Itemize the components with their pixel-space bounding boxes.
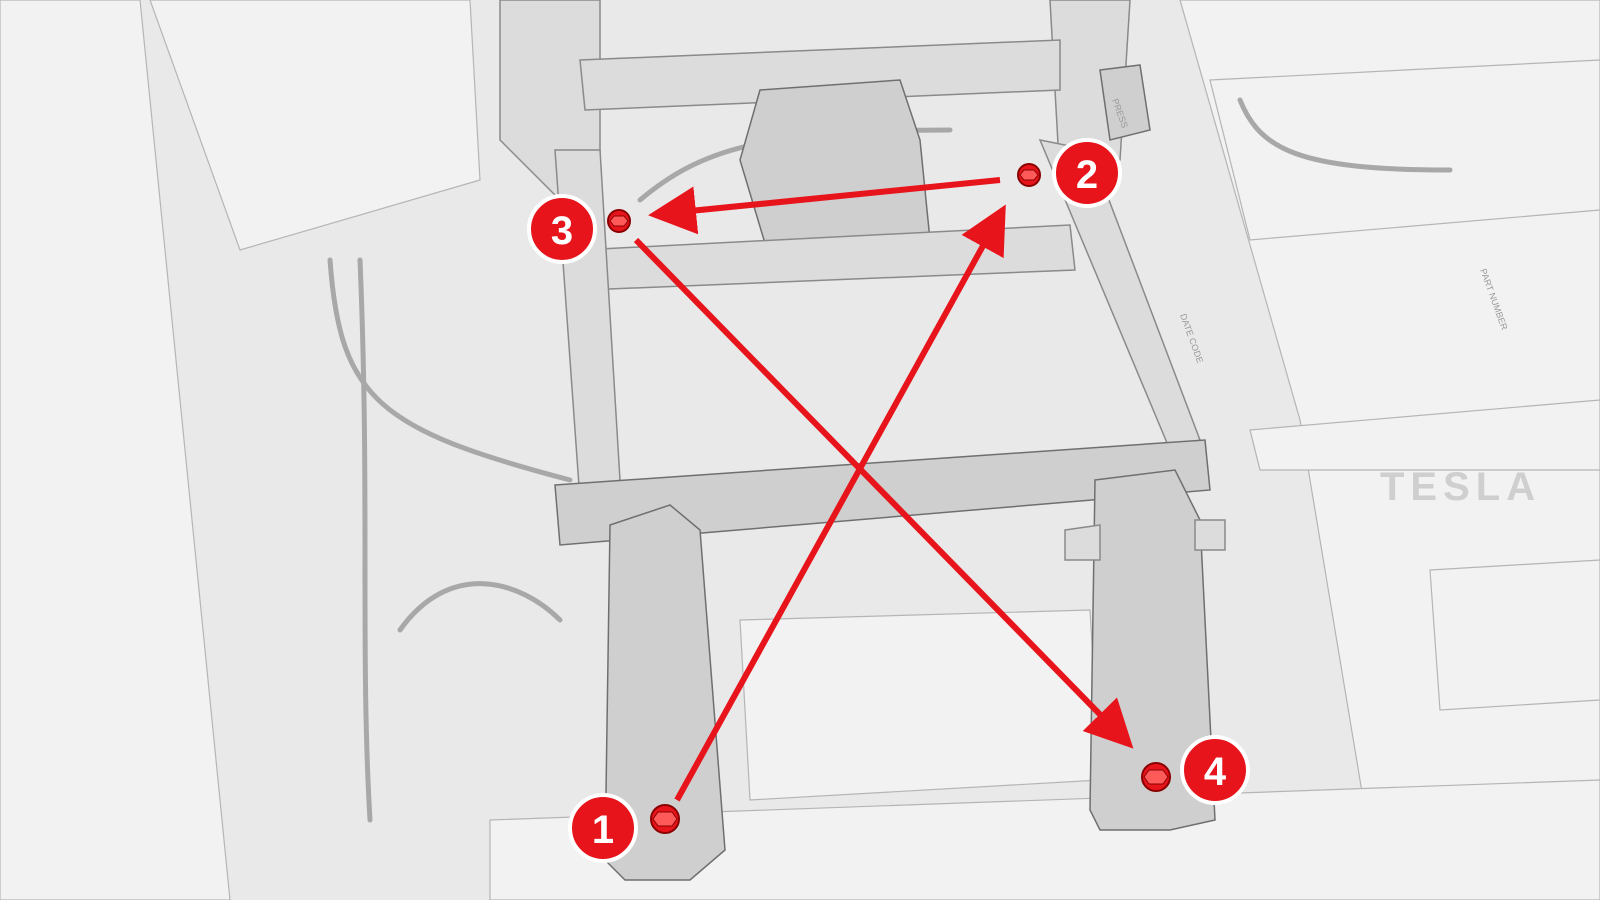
svg-text:3: 3 (551, 209, 573, 253)
bolt-1-icon (650, 804, 680, 834)
callout-1: 1 (568, 793, 638, 863)
arrow-3-to-4 (633, 237, 1134, 749)
arrow-1-to-2 (674, 204, 1006, 802)
bolt-2-icon (1017, 163, 1041, 187)
svg-text:4: 4 (1204, 750, 1227, 794)
bolt-4-icon (1141, 762, 1171, 792)
tesla-logo: TESLA (1380, 465, 1541, 509)
callout-3: 3 (527, 194, 597, 264)
callout-2: 2 (1052, 138, 1122, 208)
seat-rails (604, 469, 1226, 881)
bolts (607, 163, 1171, 834)
arrow-2-to-3 (648, 177, 1001, 235)
svg-text:2: 2 (1076, 153, 1098, 197)
callout-4: 4 (1180, 735, 1250, 805)
svg-text:1: 1 (592, 808, 614, 852)
bolt-3-icon (607, 209, 631, 233)
date-code-label: DATE CODE (1178, 312, 1205, 364)
sequence-arrows (633, 177, 1134, 802)
